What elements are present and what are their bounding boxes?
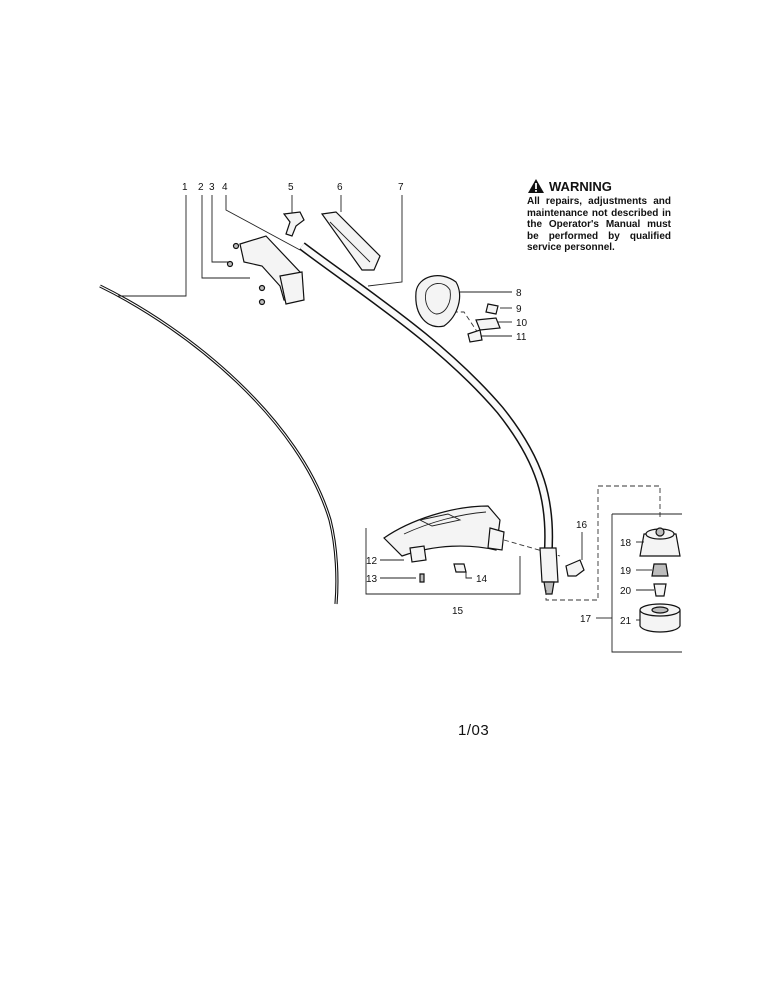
gear-head — [539, 547, 559, 583]
knob — [282, 211, 305, 237]
warning-text: All repairs, adjustments and maintenance… — [527, 196, 671, 253]
callout-13: 13 — [366, 574, 378, 585]
handle — [320, 211, 381, 271]
callout-7: 7 — [398, 182, 404, 193]
callout-20: 20 — [620, 586, 632, 597]
drive-cable — [99, 284, 339, 605]
callout-2: 2 — [198, 182, 204, 193]
callout-1: 1 — [182, 182, 188, 193]
callout-21: 21 — [620, 616, 632, 627]
callout-15: 15 — [452, 606, 464, 617]
callout-9: 9 — [516, 304, 522, 315]
callout-19: 19 — [620, 566, 632, 577]
warning-box: WARNING All repairs, adjustments and mai… — [527, 178, 671, 254]
callout-14: 14 — [476, 574, 488, 585]
warning-header: WARNING — [527, 178, 671, 194]
warning-triangle-icon — [528, 179, 544, 193]
spring — [651, 563, 669, 577]
callout-6: 6 — [337, 182, 343, 193]
warning-title: WARNING — [549, 178, 612, 194]
revision-label: 1/03 — [458, 722, 490, 739]
callout-16: 16 — [576, 520, 588, 531]
callout-17: 17 — [580, 614, 592, 625]
callout-18: 18 — [620, 538, 632, 549]
callout-12: 12 — [366, 556, 378, 567]
callout-8: 8 — [516, 288, 522, 299]
callout-3: 3 — [209, 182, 215, 193]
callout-10: 10 — [516, 318, 528, 329]
callout-numbers: 1 2 3 4 5 6 7 8 9 10 11 12 13 14 15 16 1… — [182, 182, 632, 627]
debris-shield — [383, 505, 501, 557]
callout-11: 11 — [516, 332, 527, 343]
callout-4: 4 — [222, 182, 228, 193]
callout-5: 5 — [288, 182, 294, 193]
